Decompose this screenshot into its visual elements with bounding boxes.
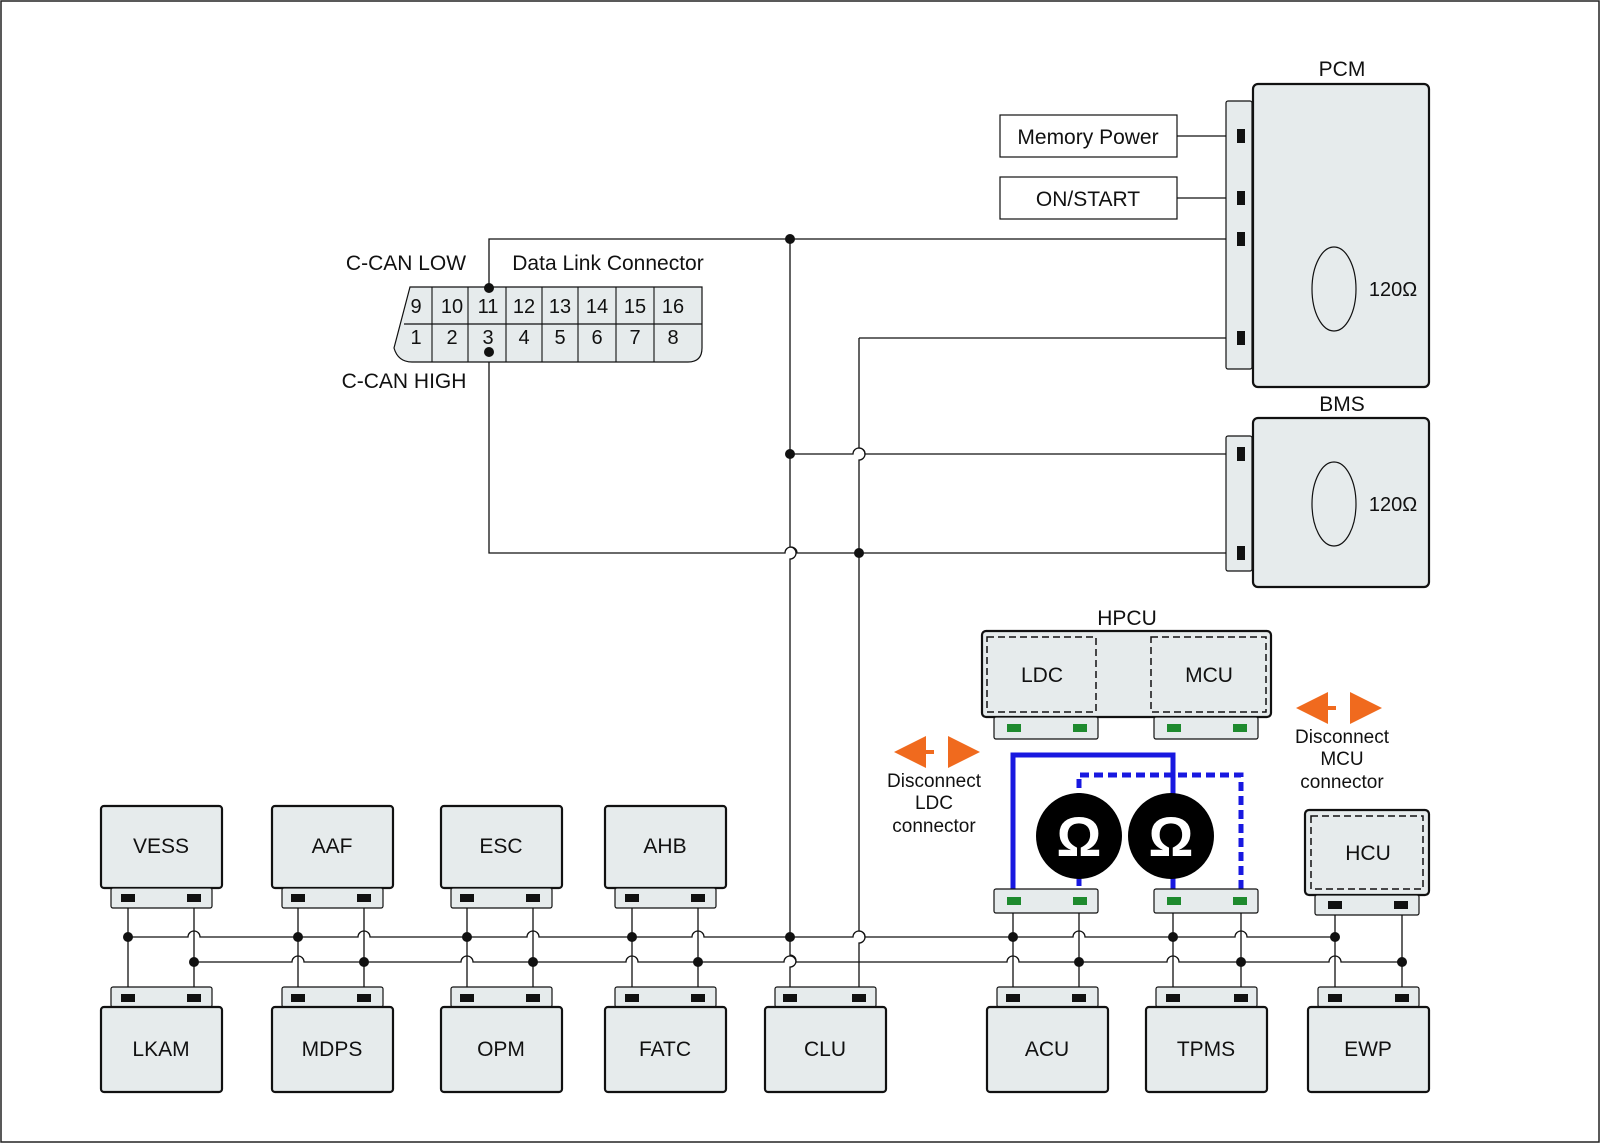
dlc-pin-number: 12 [513, 296, 535, 318]
bms-module: BMS 120Ω [785, 393, 1431, 589]
test-connectors [993, 888, 1259, 914]
mcu-label: MCU [1185, 664, 1233, 687]
dlc-pin-number: 13 [549, 296, 571, 318]
module-label: EWP [1344, 1038, 1392, 1061]
mcu-instruction-line1: Disconnect [1295, 727, 1390, 748]
module-tpms: TPMS [1144, 986, 1269, 1094]
mcu-instruction-line2: MCU [1320, 749, 1363, 770]
module-ewp: EWP [1306, 986, 1431, 1094]
ldc-connector[interactable] [993, 716, 1099, 740]
on-start-input: ON/START [999, 176, 1178, 220]
dlc-pin-number: 3 [482, 327, 493, 349]
memory-power-input: Memory Power [999, 114, 1178, 158]
dlc-pin-number: 8 [667, 327, 678, 349]
ohm-symbol: Ω [1149, 805, 1194, 868]
dlc-pin-3-junction [484, 347, 494, 357]
dlc-pin-11-junction [484, 283, 494, 293]
module-label: MDPS [302, 1038, 363, 1061]
can-bus-lines [123, 900, 1407, 994]
module-esc: ESC [439, 804, 564, 909]
module-label: ESC [479, 835, 522, 858]
ohmmeter-icon [1036, 793, 1122, 879]
bms-resistor-label: 120Ω [1369, 494, 1417, 516]
module-acu: ACU [985, 986, 1110, 1094]
dlc-pin-number: 5 [554, 327, 565, 349]
module-label: FATC [639, 1038, 691, 1061]
dlc-pin-number: 11 [478, 296, 499, 318]
dlc-pin-number: 2 [446, 327, 457, 349]
pcm-module: PCM 120Ω Memory Power ON/START [785, 58, 1431, 389]
top-module-row: VESS AAF ESC AHB [99, 804, 728, 909]
module-clu: CLU [763, 986, 888, 1094]
mcu-instruction-line3: connector [1300, 772, 1384, 793]
module-label: VESS [133, 835, 189, 858]
module-label: LKAM [132, 1038, 189, 1061]
dlc-pin-number: 1 [410, 327, 421, 349]
module-label: CLU [804, 1038, 846, 1061]
mcu-instruction: Disconnect MCU connector [1295, 692, 1390, 793]
dlc-pin-number: 7 [629, 327, 640, 349]
module-ahb: AHB [603, 804, 728, 909]
hpcu-module: HPCU LDC MCU [980, 607, 1273, 740]
hcu-label: HCU [1345, 842, 1391, 865]
module-fatc: FATC [603, 986, 728, 1094]
ldc-instruction-line1: Disconnect [887, 771, 982, 792]
on-start-label: ON/START [1036, 188, 1140, 211]
dlc-pin-number: 14 [586, 296, 608, 318]
dlc-pin-number: 15 [624, 296, 646, 318]
dlc-pin-number: 16 [662, 296, 684, 318]
ldc-instruction-line2: LDC [915, 793, 953, 814]
hpcu-title: HPCU [1097, 607, 1157, 630]
ohmmeter-test: Ω Ω [1010, 752, 1244, 900]
module-vess: VESS [99, 804, 224, 909]
dlc-pin-number: 6 [591, 327, 602, 349]
dlc-pin-number: 9 [410, 296, 421, 318]
c-can-low-label: C-CAN LOW [346, 252, 466, 275]
dlc-pin-number: 4 [518, 327, 529, 349]
module-aaf: AAF [270, 804, 395, 909]
module-label: OPM [477, 1038, 525, 1061]
ldc-label: LDC [1021, 664, 1063, 687]
bms-title: BMS [1319, 393, 1365, 416]
pcm-title: PCM [1319, 58, 1366, 81]
hcu-module: HCU [1303, 808, 1431, 916]
pcm-resistor-label: 120Ω [1369, 279, 1417, 301]
module-label: AHB [643, 835, 686, 858]
c-can-high-label: C-CAN HIGH [342, 370, 467, 393]
ldc-instruction: Disconnect LDC connector [887, 736, 982, 837]
module-label: AAF [312, 835, 353, 858]
mcu-connector[interactable] [1153, 716, 1259, 740]
module-mdps: MDPS [270, 986, 395, 1094]
module-label: ACU [1025, 1038, 1069, 1061]
module-opm: OPM [439, 986, 564, 1094]
dlc-pin-number: 10 [441, 296, 463, 318]
ohmmeter-icon [1128, 793, 1214, 879]
module-lkam: LKAM [99, 986, 224, 1094]
ldc-instruction-line3: connector [892, 816, 976, 837]
memory-power-label: Memory Power [1017, 126, 1158, 149]
bottom-module-row: LKAM MDPS OPM FATC CLU ACU TPMS EWP [99, 986, 1431, 1094]
ohm-symbol: Ω [1057, 805, 1102, 868]
dlc-title: Data Link Connector [512, 252, 703, 275]
module-label: TPMS [1177, 1038, 1235, 1061]
